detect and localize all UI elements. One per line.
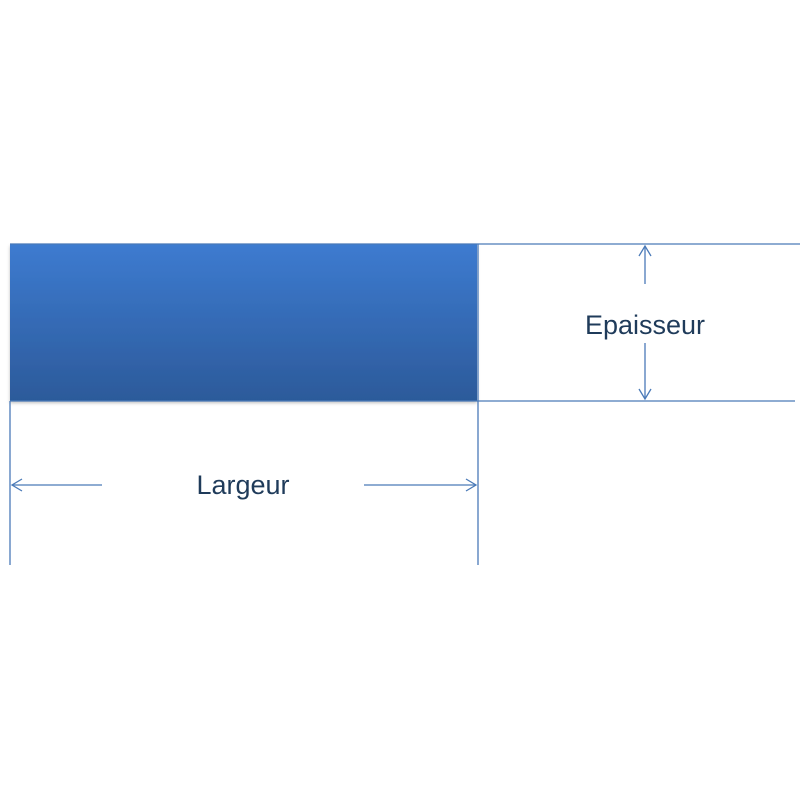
width-arrowhead-right — [465, 478, 478, 492]
thickness-arrowhead-down — [638, 388, 652, 401]
thickness-arrowhead-up — [638, 244, 652, 257]
width-label: Largeur — [196, 470, 289, 500]
thickness-label: Epaisseur — [585, 310, 705, 340]
thickness-dimension-arrow — [638, 244, 652, 401]
width-arrowhead-left — [10, 478, 23, 492]
plate-bar — [10, 244, 477, 401]
width-dimension-arrow — [10, 478, 478, 492]
